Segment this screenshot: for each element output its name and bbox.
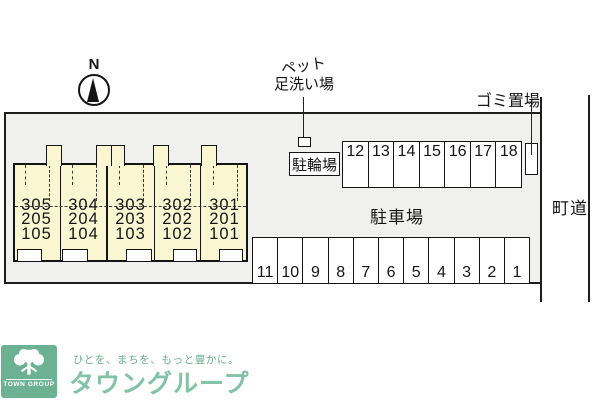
tree-icon bbox=[14, 348, 44, 375]
road-edge-line-left bbox=[540, 97, 542, 302]
parking-space: 6 bbox=[379, 238, 405, 283]
unit-room-numbers: 301 201 101 bbox=[201, 196, 248, 243]
building-dashed-line bbox=[213, 165, 214, 185]
brand-name: タウングループ bbox=[69, 370, 250, 398]
parking-space: 13 bbox=[369, 142, 395, 187]
parking-space: 4 bbox=[429, 238, 455, 283]
stairwell bbox=[153, 145, 169, 166]
compass-needle-icon bbox=[87, 78, 99, 102]
entry-notch bbox=[62, 249, 88, 262]
parking-space: 18 bbox=[499, 143, 518, 160]
room-number: 305 bbox=[21, 196, 52, 214]
room-number: 101 bbox=[209, 224, 240, 243]
stairwell bbox=[46, 145, 62, 166]
parking-space: 5 bbox=[404, 238, 430, 283]
parking-space: 17 bbox=[471, 142, 497, 187]
parking-space: 8 bbox=[329, 238, 354, 283]
building-dashed-line bbox=[190, 165, 191, 201]
building-dashed-line bbox=[143, 165, 144, 201]
building-unit bbox=[108, 165, 155, 260]
town-group-logo: TOWN GROUP bbox=[1, 345, 57, 398]
room-number: 205 bbox=[21, 210, 52, 229]
parking-row-bottom: 11 10 9 8 7 6 5 4 3 2 1 bbox=[252, 237, 530, 284]
bicycle-parking-box: 駐輪場 bbox=[289, 152, 340, 176]
room-number: 102 bbox=[162, 224, 193, 243]
parking-space: 11 bbox=[253, 238, 279, 283]
room-number: 201 bbox=[209, 210, 240, 229]
entry-notch bbox=[126, 249, 152, 262]
road-label: 町道 bbox=[552, 199, 588, 218]
brand-tagline: ひとを、まちを、もっと豊かに。 bbox=[73, 354, 240, 366]
parking-space: 3 bbox=[455, 238, 480, 283]
stairwell bbox=[201, 145, 217, 166]
building-unit bbox=[15, 165, 62, 260]
room-number: 204 bbox=[68, 210, 99, 229]
parking-space: 12 bbox=[343, 142, 369, 187]
unit-room-numbers: 305 205 105 bbox=[13, 196, 60, 243]
compass-north-label: N bbox=[88, 56, 100, 73]
room-number: 103 bbox=[115, 224, 146, 243]
unit-room-numbers: 302 202 102 bbox=[154, 196, 201, 243]
building-dashed-line bbox=[72, 165, 73, 185]
room-number: 105 bbox=[21, 224, 52, 243]
room-number: 104 bbox=[68, 224, 99, 243]
pet-wash-leader-line bbox=[303, 97, 305, 137]
parking-space: 10 bbox=[278, 238, 304, 283]
building-dashed-line bbox=[96, 165, 97, 201]
road-edge-line-right bbox=[588, 95, 590, 302]
building-dashed-line bbox=[15, 206, 246, 207]
parking-space: 9 bbox=[303, 238, 329, 283]
room-number: 302 bbox=[162, 196, 193, 214]
parking-space: 7 bbox=[354, 238, 379, 283]
entry-notch bbox=[219, 249, 243, 262]
bicycle-parking-label: 駐輪場 bbox=[291, 156, 337, 174]
room-number: 202 bbox=[162, 210, 193, 229]
pet-wash-station bbox=[298, 137, 311, 147]
entry-notch bbox=[173, 249, 197, 262]
building-dashed-line bbox=[237, 165, 238, 201]
building-dashed-line bbox=[166, 165, 167, 185]
parking-space: 14 bbox=[394, 142, 420, 187]
building-dashed-line bbox=[25, 165, 26, 185]
room-number: 303 bbox=[115, 196, 146, 214]
parking-space: 15 bbox=[420, 142, 446, 187]
room-number: 203 bbox=[115, 210, 146, 229]
room-number: 301 bbox=[209, 196, 240, 214]
building-dashed-line bbox=[119, 165, 120, 185]
stairwell-double bbox=[96, 145, 125, 166]
unit-room-numbers: 304 204 104 bbox=[60, 196, 107, 243]
parking-space: 16 bbox=[445, 142, 471, 187]
room-number: 304 bbox=[68, 196, 99, 214]
entry-notch bbox=[17, 249, 42, 262]
parking-row-top: 12 13 14 15 16 17 18 bbox=[342, 141, 522, 188]
logo-caption: TOWN GROUP bbox=[3, 381, 55, 388]
garbage-label: ゴミ置場 bbox=[475, 93, 540, 110]
unit-room-numbers: 303 203 103 bbox=[107, 196, 154, 243]
parking-space: 1 bbox=[512, 264, 522, 281]
parking-area-label: 駐車場 bbox=[370, 208, 424, 227]
building-dashed-line bbox=[49, 165, 50, 201]
parking-space: 2 bbox=[480, 238, 505, 283]
pet-wash-label-line2: 足洗い場 bbox=[273, 76, 334, 93]
pet-wash-label: ペット 足洗い場 bbox=[260, 55, 348, 94]
logo-divider bbox=[6, 379, 52, 380]
garbage-leader-line bbox=[531, 101, 533, 155]
building-unit bbox=[61, 165, 109, 260]
building-unit bbox=[155, 165, 201, 260]
